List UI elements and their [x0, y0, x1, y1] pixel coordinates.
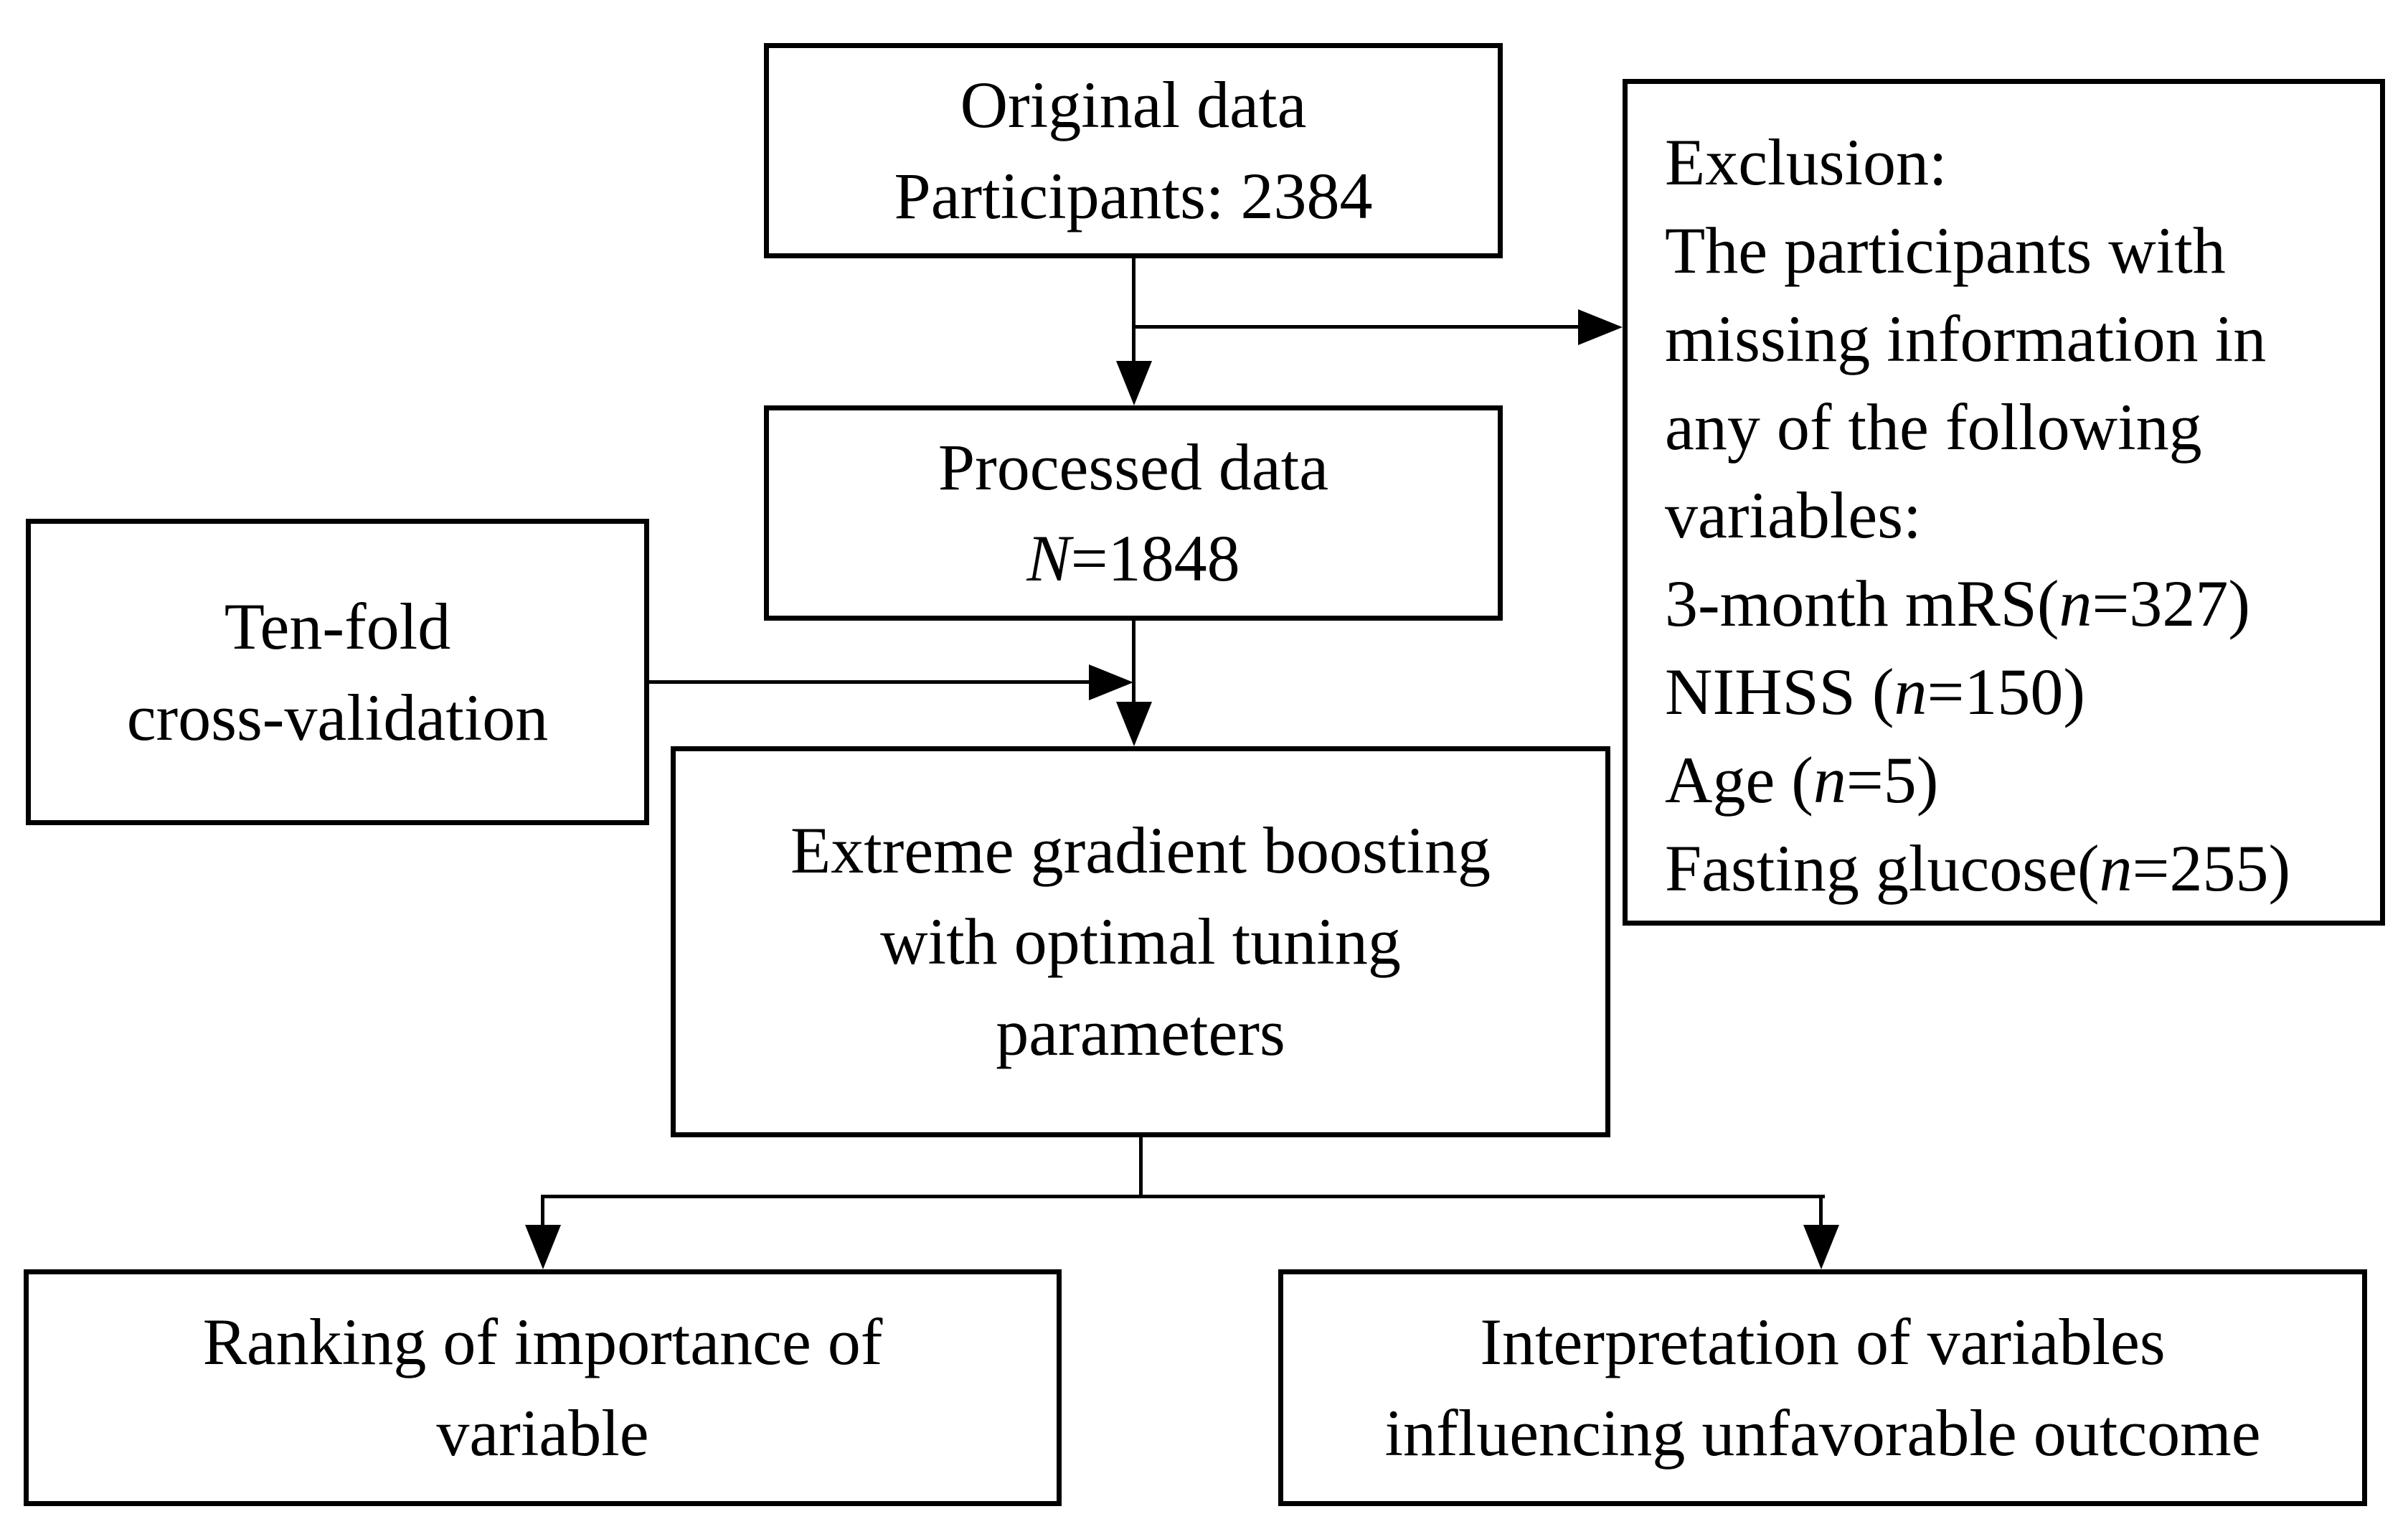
connector-processed-to-xgboost: [1132, 621, 1135, 707]
arrowhead-right-icon: [1089, 664, 1133, 700]
connector-to-ranking: [541, 1195, 544, 1229]
arrowhead-down-icon: [1116, 361, 1152, 405]
arrowhead-down-icon: [1116, 702, 1152, 746]
connector-to-exclusion: [1132, 325, 1584, 329]
connector-to-interpretation: [1819, 1195, 1823, 1229]
connector-tenfold-to-flow: [648, 680, 1094, 684]
connector-original-to-processed: [1132, 258, 1135, 366]
arrowhead-down-icon: [525, 1225, 561, 1269]
connector-split-bar: [541, 1195, 1825, 1198]
arrowhead-right-icon: [1578, 309, 1623, 345]
arrowhead-down-icon: [1803, 1225, 1839, 1269]
connector-xgboost-down-stub: [1139, 1137, 1143, 1198]
